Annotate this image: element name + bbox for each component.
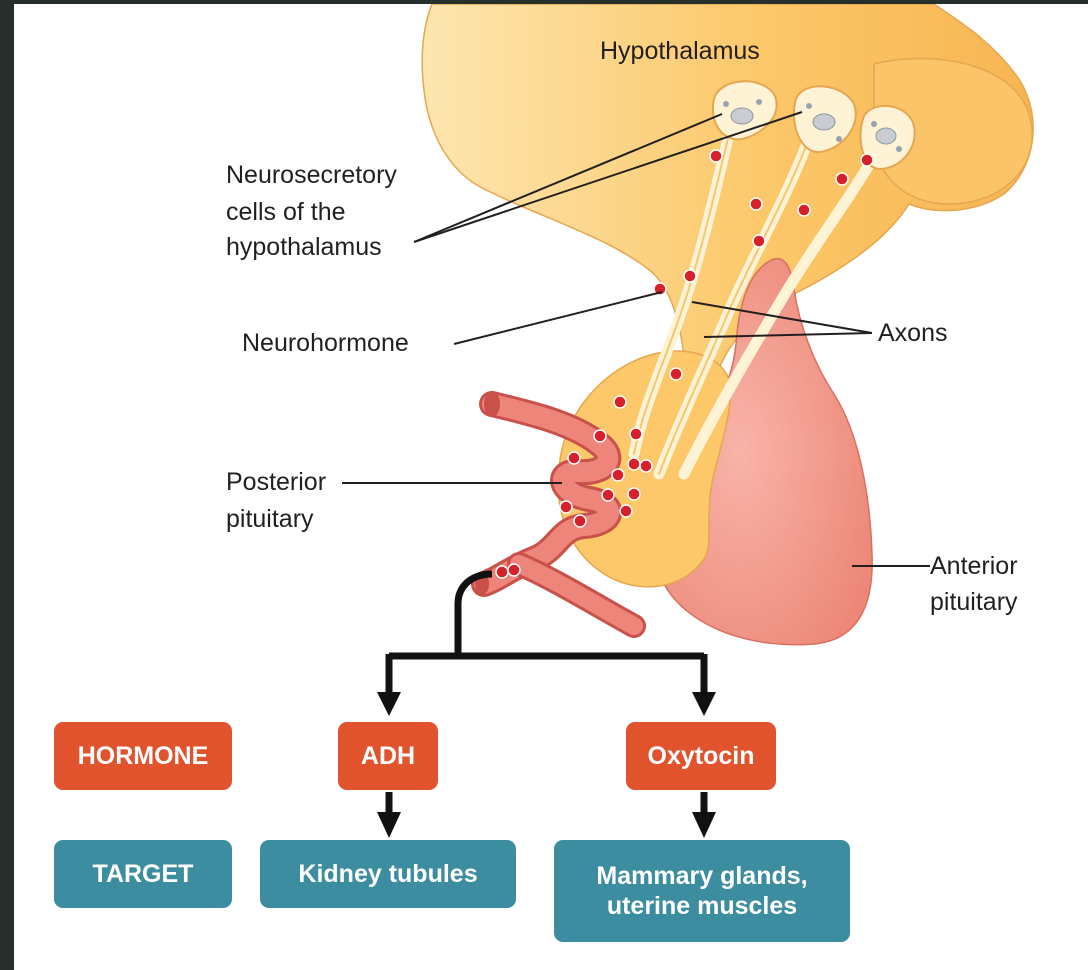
neurohormone-dot: [628, 488, 640, 500]
label-posterior-line1: Posterior: [226, 467, 326, 498]
neurohormone-dot: [630, 428, 642, 440]
neurohormone-dot: [620, 505, 632, 517]
label-posterior-line2: pituitary: [226, 504, 314, 535]
neurohormone-dot: [836, 173, 848, 185]
neurohormone-dot: [684, 270, 696, 282]
diagram-canvas: Hypothalamus Neurosecretory cells of the…: [14, 4, 1088, 970]
neurohormone-dot: [560, 501, 572, 513]
target-row-header: TARGET: [54, 840, 232, 908]
neurohormone-dot: [602, 489, 614, 501]
neurohormone-dot: [753, 235, 765, 247]
label-anterior-line2: pituitary: [930, 587, 1018, 618]
target-mammary-uterine: Mammary glands, uterine muscles: [554, 840, 850, 942]
neurohormone-dot: [594, 430, 606, 442]
hormone-adh: ADH: [338, 722, 438, 790]
label-hypothalamus: Hypothalamus: [600, 36, 760, 67]
hormone-row-header: HORMONE: [54, 722, 232, 790]
neurohormone-dot: [568, 452, 580, 464]
label-neurosecretory-line3: hypothalamus: [226, 232, 382, 263]
label-anterior-line1: Anterior: [930, 551, 1018, 582]
neurohormone-dot: [614, 396, 626, 408]
label-axons: Axons: [878, 318, 947, 349]
neurohormone-dot: [640, 460, 652, 472]
neurohormone-dot: [496, 566, 508, 578]
label-neurohormone: Neurohormone: [242, 328, 409, 359]
label-neurosecretory-line1: Neurosecretory: [226, 160, 397, 191]
neurohormone-dot: [628, 458, 640, 470]
neurohormone-dot: [508, 564, 520, 576]
neurohormone-dot: [750, 198, 762, 210]
target-kidney-tubules: Kidney tubules: [260, 840, 516, 908]
neurohormone-dot: [798, 204, 810, 216]
neurohormone-dot: [612, 469, 624, 481]
neurohormone-dot: [574, 515, 586, 527]
neurohormone-dot: [670, 368, 682, 380]
pituitary-illustration: [14, 4, 1088, 970]
neurohormone-dot: [861, 154, 873, 166]
neurohormone-dot: [710, 150, 722, 162]
label-neurosecretory-line2: cells of the: [226, 197, 346, 228]
hormone-oxytocin: Oxytocin: [626, 722, 776, 790]
